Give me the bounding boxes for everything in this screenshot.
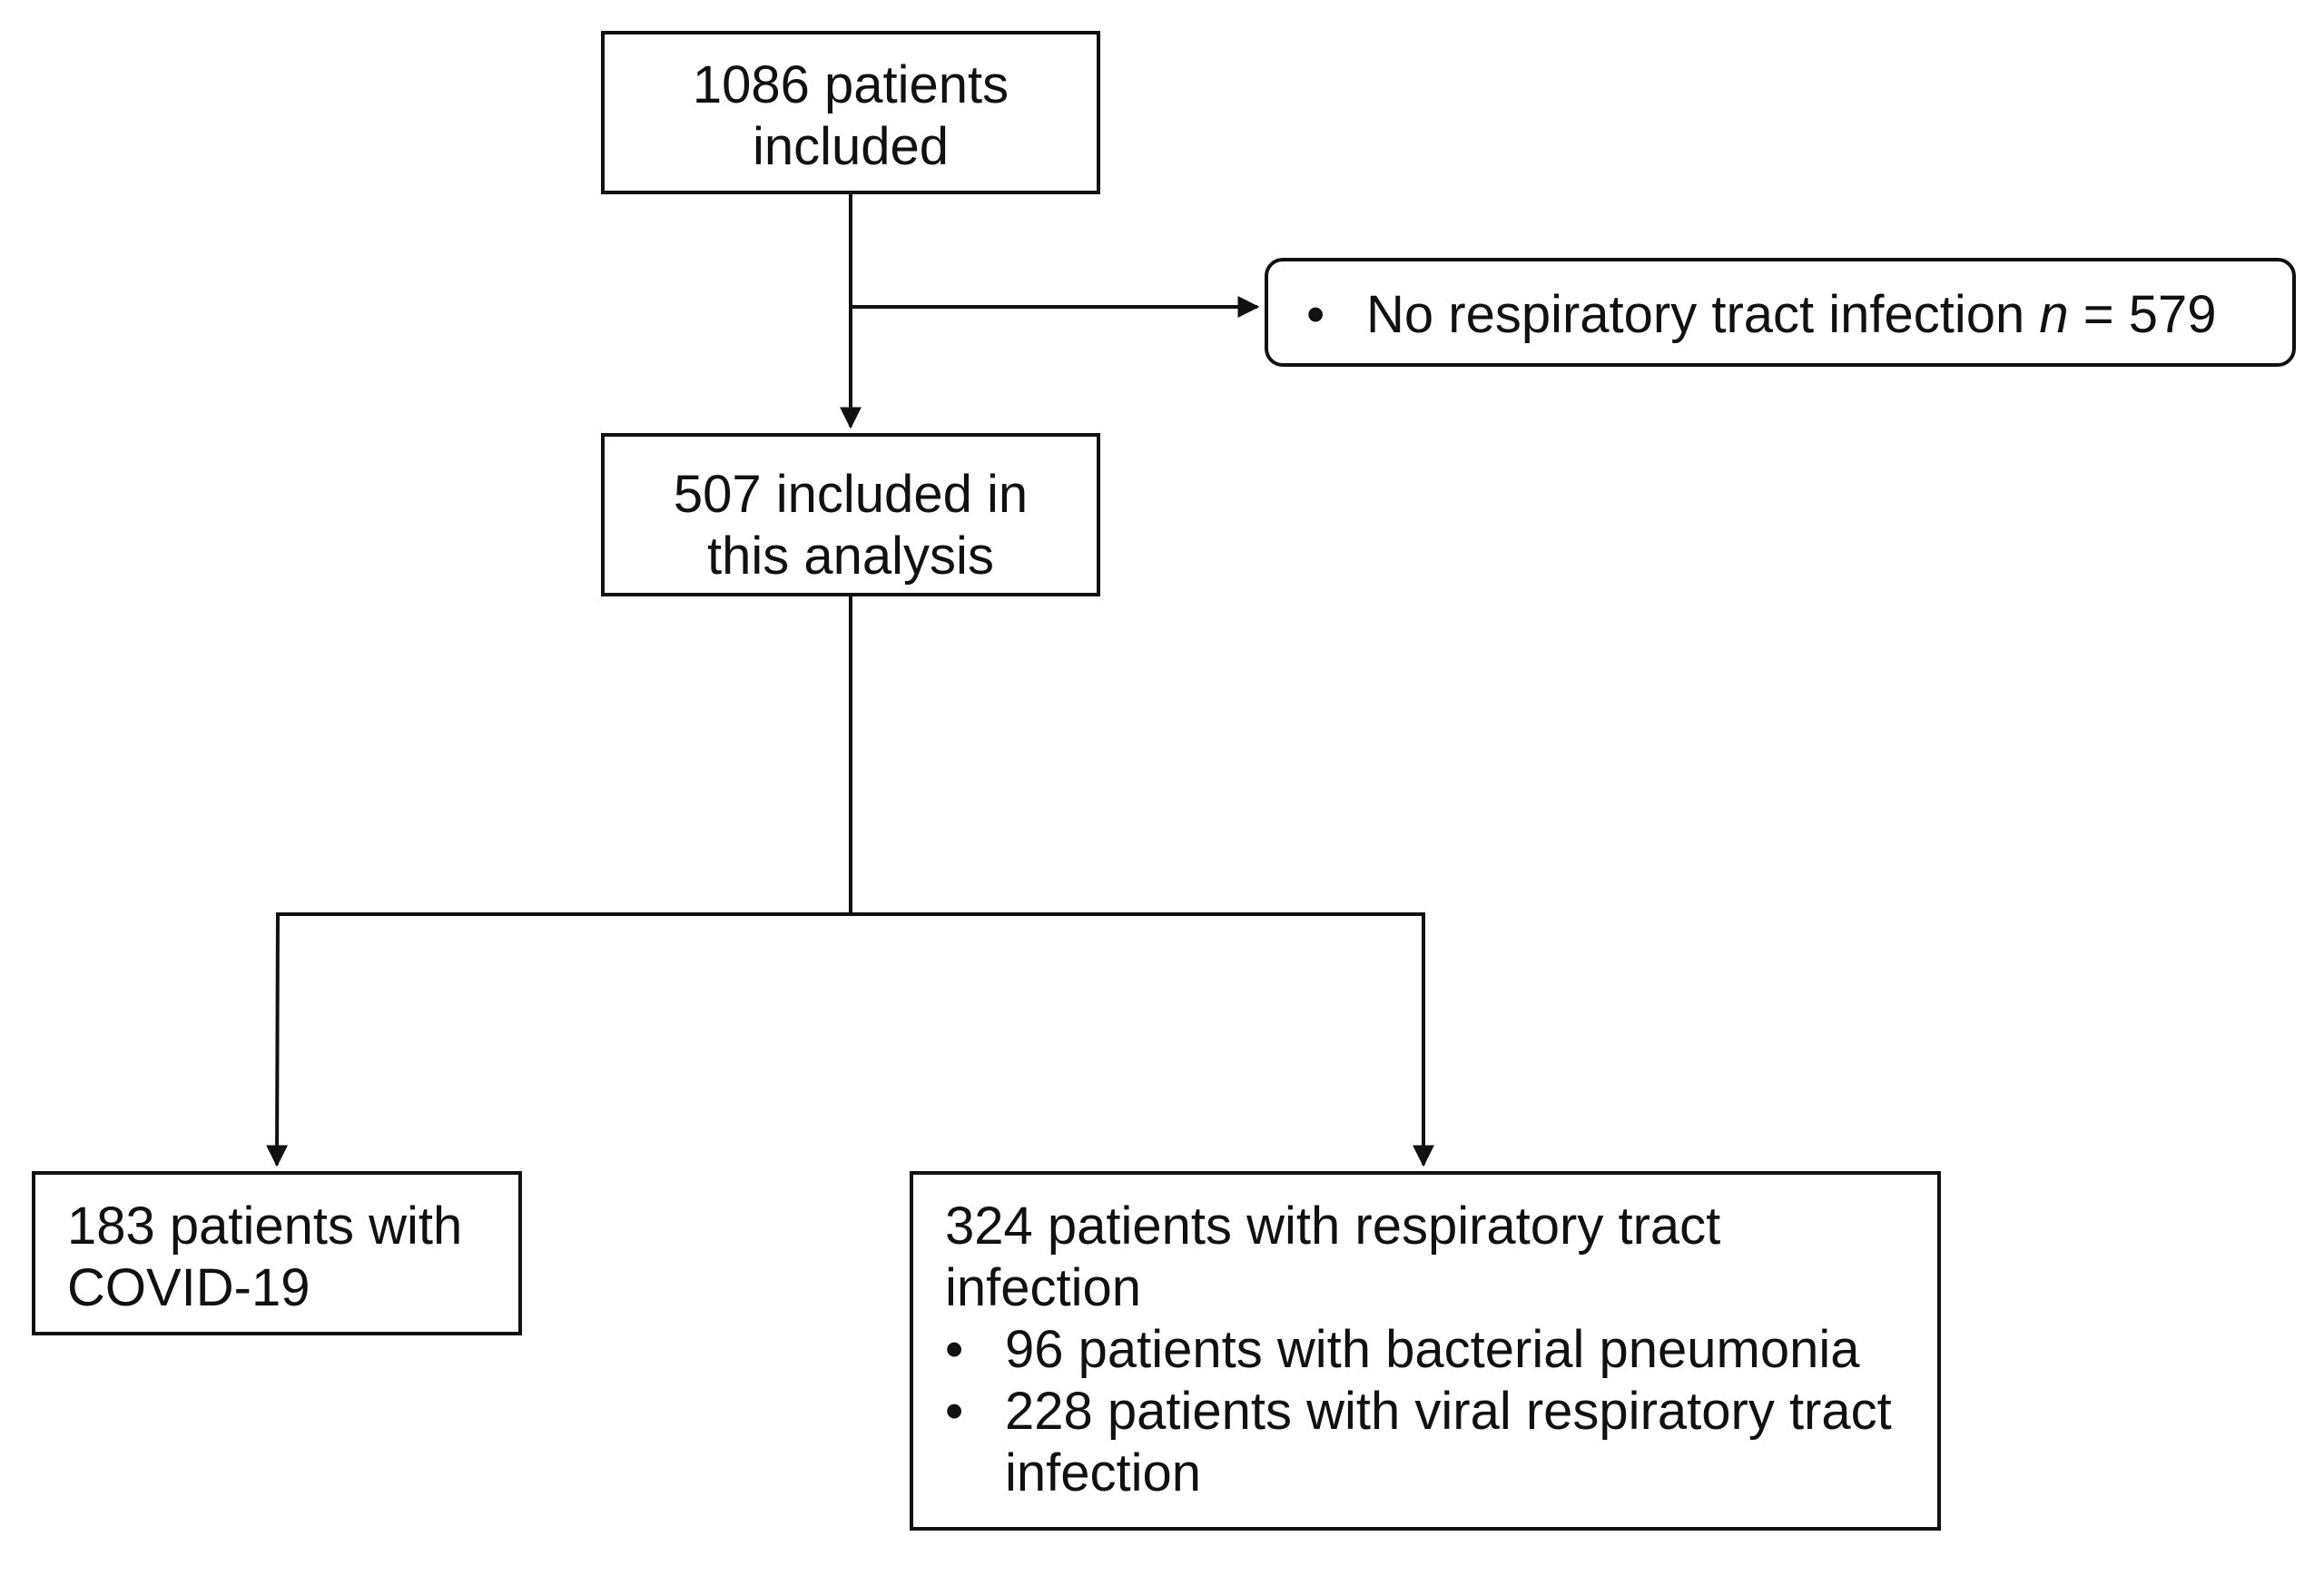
rti-bullet-item: • 228 patients with viral respiratory tr… <box>945 1381 1937 1504</box>
bullet-text-line: 96 patients with bacterial pneumonia <box>1005 1320 1860 1379</box>
bullet: • <box>1306 285 1325 344</box>
exclusion-text: No respiratory tract infection <box>1366 285 2040 344</box>
exclusion-item: • No respiratory tract infection n = 579 <box>1306 284 2292 346</box>
box-text-line: this analysis <box>707 527 994 586</box>
box-text-line: 324 patients with respiratory tract <box>945 1197 1721 1256</box>
box-exclusion: • No respiratory tract infection n = 579 <box>1265 258 2296 367</box>
connector-to-covid <box>266 911 289 1167</box>
exclusion-n-value: = 579 <box>2068 285 2217 344</box>
bullet: • <box>945 1382 964 1441</box>
box-covid-patients: 183 patients with COVID-19 <box>32 1171 522 1335</box>
bullet-text-line: infection <box>1005 1443 1202 1502</box>
bullet: • <box>945 1320 964 1379</box>
box-text-line: included <box>752 117 950 176</box>
box-text-line: 1086 patients <box>692 55 1009 114</box>
exclusion-n-symbol: n <box>2039 285 2069 344</box>
box-included-in-analysis: 507 included in this analysis <box>601 433 1100 596</box>
box-text-line: 183 patients with <box>67 1197 463 1256</box>
box-text-line: COVID-19 <box>67 1258 310 1317</box>
box-text-line: 507 included in <box>673 465 1029 524</box>
box-respiratory-infection-patients: 324 patients with respiratory tract infe… <box>910 1171 1941 1531</box>
box-patients-included: 1086 patients included <box>601 31 1100 194</box>
box-text-line: infection <box>945 1258 1142 1317</box>
rti-bullet-item: • 96 patients with bacterial pneumonia <box>945 1319 1937 1381</box>
bullet-text-line: 228 patients with viral respiratory trac… <box>1005 1382 1892 1441</box>
